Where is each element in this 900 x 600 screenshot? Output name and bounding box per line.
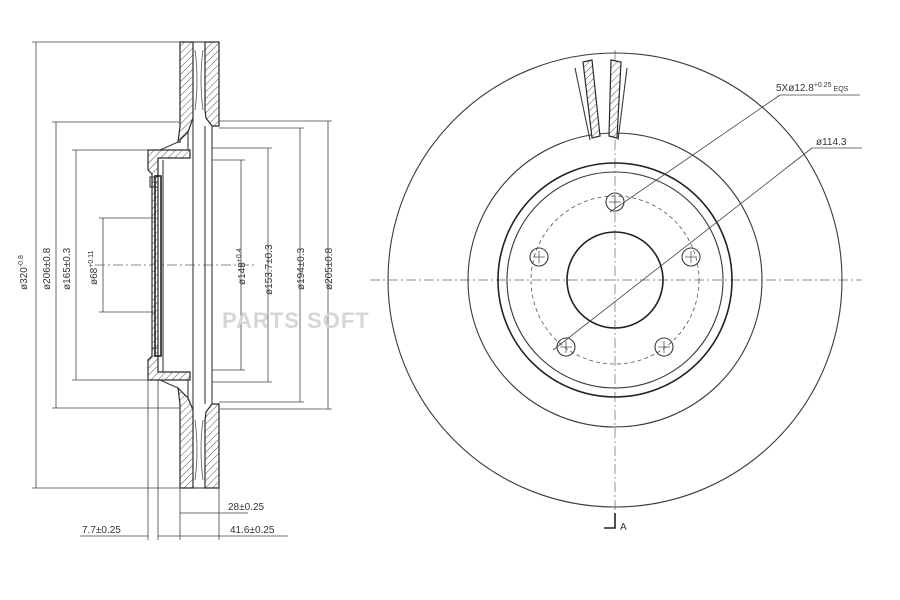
bolt-hole xyxy=(654,337,674,357)
bolt-holes xyxy=(529,192,701,357)
bolt-hole xyxy=(681,247,701,267)
rotor-upper-outer-flange xyxy=(177,41,194,143)
hat-outer-edge xyxy=(497,162,733,398)
dim-d153: ø153.7±0.3 xyxy=(264,244,275,295)
dim-d206: ø206±0.8 xyxy=(42,247,53,290)
vane-detail xyxy=(574,59,628,141)
dim-d205: ø205±0.8 xyxy=(324,247,335,290)
disc-outer-edge xyxy=(387,52,843,508)
dim-d68: ø68+0.11 xyxy=(88,250,100,285)
dim-d165: ø165±0.3 xyxy=(62,247,73,290)
rotor-lower-inner-flange xyxy=(204,403,220,489)
dim-total-height: 41.6±0.25 xyxy=(230,525,275,536)
dim-d194: ø194±0.3 xyxy=(296,247,307,290)
dim-hub-thickness: 7.7±0.25 xyxy=(82,525,121,536)
dim-outer-diameter: ø320-0.8 xyxy=(18,255,30,290)
front-view: 5Xø12.8+0.25EQS ø114.3 A xyxy=(370,50,862,533)
rotor-upper-inner-flange xyxy=(204,41,220,127)
section-label: A xyxy=(620,522,627,533)
dim-thickness: 28±0.25 xyxy=(228,502,265,513)
bolt-hole xyxy=(529,247,549,267)
dim-d148: ø148+0.4 xyxy=(236,248,248,285)
section-marker xyxy=(604,513,616,529)
watermark: PARTS SOFT xyxy=(222,308,370,333)
holes-label: 5Xø12.8+0.25EQS xyxy=(776,82,849,94)
pcd-label: ø114.3 xyxy=(816,137,847,148)
side-section-view: ø320-0.8 ø206±0.8 ø165±0.3 ø68+0.11 ø148… xyxy=(18,41,335,540)
hub-hat-section xyxy=(147,149,191,381)
center-bore xyxy=(566,231,664,329)
rotor-lower-outer-flange xyxy=(177,386,194,489)
hub-bore-edge xyxy=(154,175,162,357)
